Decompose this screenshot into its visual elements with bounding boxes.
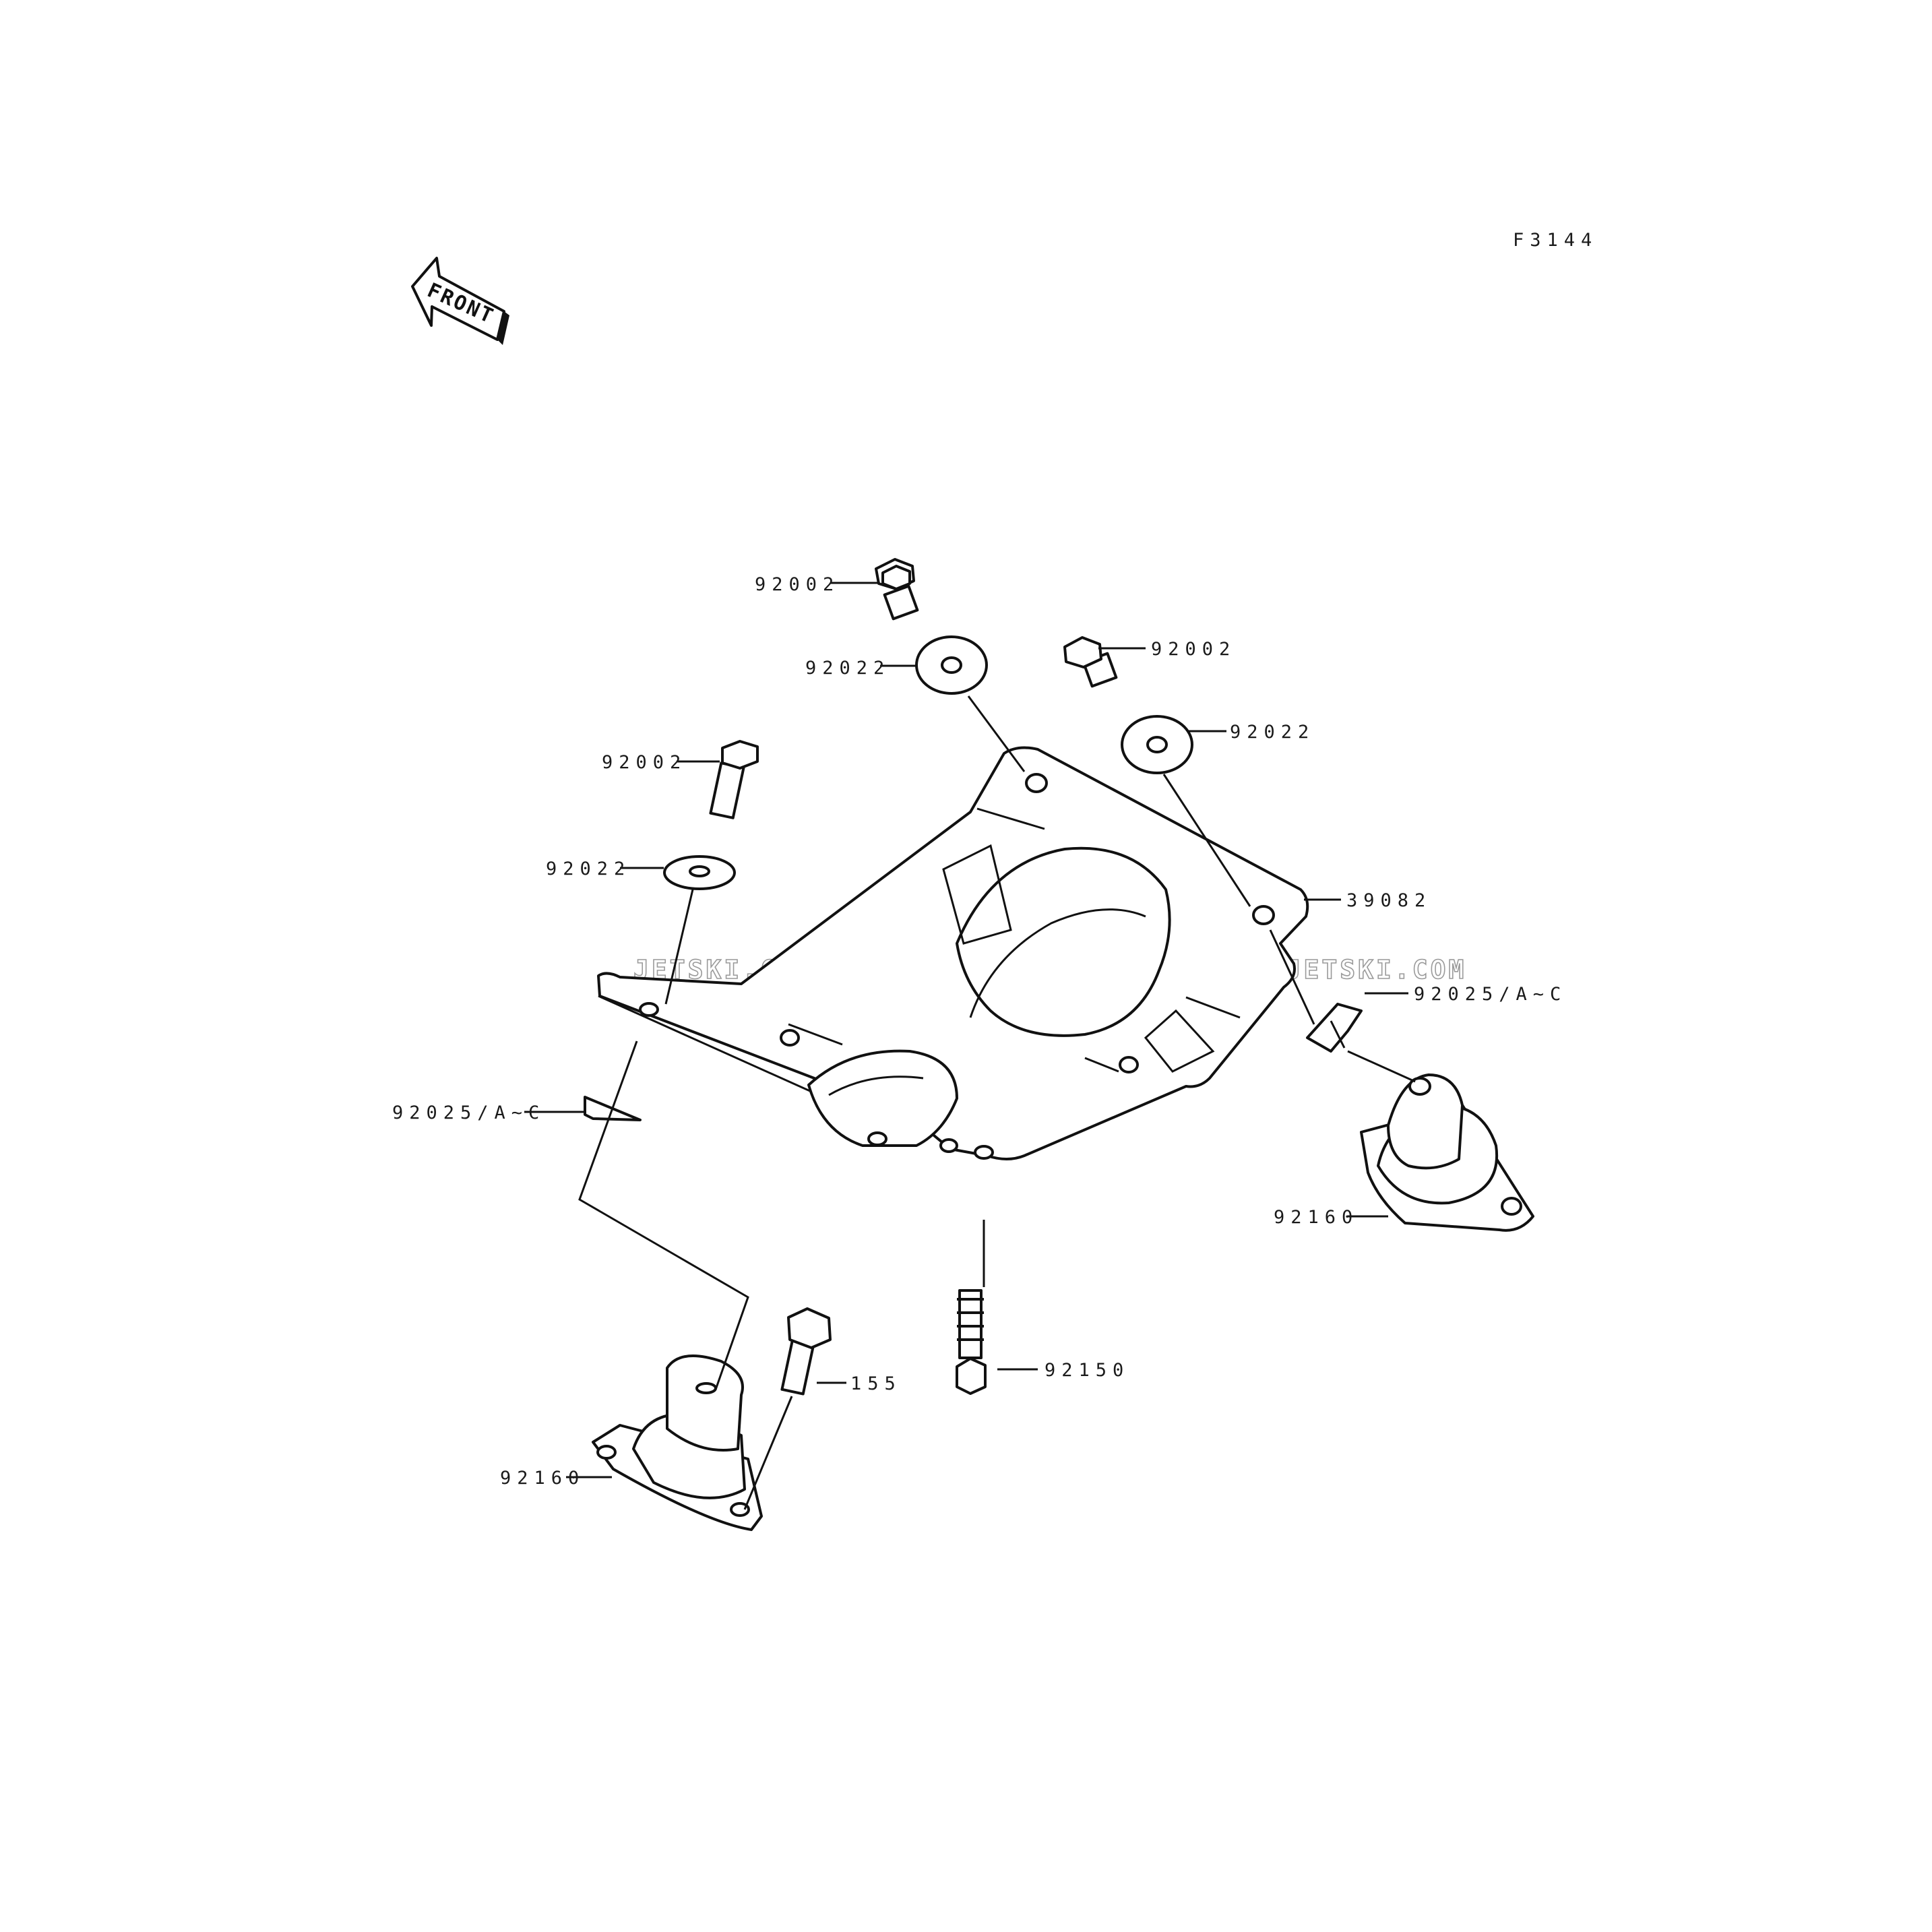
callout-bolt-155: 155: [850, 1373, 902, 1394]
callout-bolt-right: 92002: [1151, 639, 1236, 660]
bolt-left: [709, 740, 759, 819]
callout-shim-left: 92025/A~C: [392, 1102, 545, 1123]
engine-mount-right: [1360, 1073, 1534, 1232]
callout-bolt-top: 92002: [755, 574, 840, 595]
callout-mount-left: 92160: [500, 1468, 585, 1489]
bolt-bottom: [956, 1289, 987, 1395]
callout-bracket: 39082: [1346, 890, 1431, 911]
washer-left: [663, 855, 736, 890]
callout-washer-right: 92022: [1230, 722, 1315, 743]
front-direction-arrow-icon: FRONT: [411, 257, 509, 345]
shim-right: [1306, 1003, 1363, 1053]
callout-shim-right: 92025/A~C: [1414, 984, 1567, 1005]
washer-top: [915, 635, 988, 695]
bolt-top: [875, 558, 919, 621]
engine-mount-bracket: [597, 746, 1309, 1160]
callout-bolt-bottom: 92150: [1045, 1360, 1129, 1381]
bolt-155: [780, 1307, 832, 1396]
figure-code: F3144: [1513, 230, 1598, 251]
callout-washer-left: 92022: [546, 859, 631, 879]
leader-lines: [524, 582, 1416, 1510]
washer-right: [1121, 715, 1193, 774]
callout-bolt-left: 92002: [602, 752, 687, 773]
engine-mount-left: [592, 1354, 763, 1531]
callout-washer-top: 92022: [805, 658, 890, 679]
bolt-right: [1063, 636, 1118, 688]
callout-mount-right: 92160: [1274, 1207, 1359, 1228]
